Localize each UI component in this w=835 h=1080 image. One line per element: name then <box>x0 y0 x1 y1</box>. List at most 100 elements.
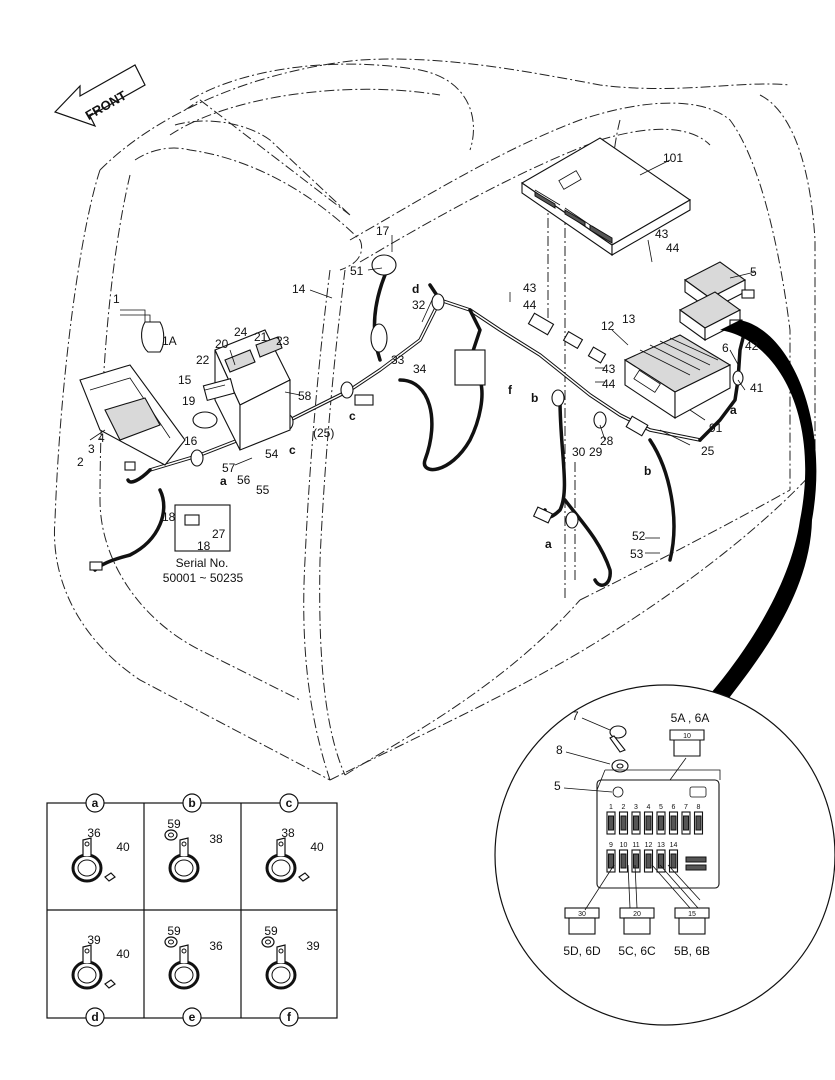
lamp-assembly <box>79 314 186 466</box>
nut-icon <box>164 829 178 841</box>
callout-43b: 43 <box>523 281 537 295</box>
cell-letter-badge <box>279 793 299 813</box>
callout-20: 20 <box>215 337 229 351</box>
callout-43a: 43 <box>655 227 669 241</box>
harness-clips <box>89 254 744 571</box>
callout-18b: 18 <box>197 539 211 553</box>
fuse-rating: 30 <box>578 911 586 918</box>
callout-24: 24 <box>234 325 248 339</box>
bolt-icon <box>298 872 310 882</box>
part-number: 40 <box>116 840 130 854</box>
callout-51: 51 <box>350 264 364 278</box>
callout-f-top: f <box>508 383 513 397</box>
callout-a-left: a <box>220 474 227 488</box>
callout-91: 91 <box>709 421 723 435</box>
callout-b-mid: b <box>531 391 538 405</box>
callout-58: 58 <box>298 389 312 403</box>
fuse-icon <box>645 853 652 869</box>
cell-letter-badge <box>182 793 202 813</box>
fuse-icon <box>683 815 689 831</box>
nut-icon <box>261 936 275 948</box>
callout-2: 2 <box>77 455 84 469</box>
serial-line1: Serial No. <box>176 556 229 570</box>
part-number: 40 <box>310 840 324 854</box>
fuse-icon <box>608 815 614 831</box>
part-number: 40 <box>116 947 130 961</box>
part-number: 36 <box>209 939 223 953</box>
callout-54: 54 <box>265 447 279 461</box>
cab-outline <box>53 58 816 781</box>
callout-3: 3 <box>88 442 95 456</box>
callout-29: 29 <box>589 445 603 459</box>
fuse-icon <box>695 815 702 831</box>
callout-32: 32 <box>412 298 426 312</box>
fuse-slot-number: 2 <box>622 804 626 811</box>
fuse-detail-8: 8 <box>556 743 563 757</box>
fuse-slot-number: 7 <box>684 804 688 811</box>
fuse-slot-number: 6 <box>672 804 676 811</box>
cell-letter-badge <box>85 1007 105 1027</box>
fuse-slot-number: 12 <box>645 842 653 849</box>
fuse-icon <box>620 815 627 831</box>
controller-unit <box>520 137 692 257</box>
callout-56: 56 <box>237 473 251 487</box>
callout-44a: 44 <box>666 241 680 255</box>
callout-41: 41 <box>750 381 764 395</box>
fuse-slot-number: 11 <box>632 842 639 849</box>
callout-1: 1 <box>113 292 120 306</box>
callout-a-right: a <box>730 403 737 417</box>
cell-letter: a <box>92 796 99 810</box>
nut-icon <box>164 936 178 948</box>
callout-d-top: d <box>412 282 419 296</box>
fuse-detail-5: 5 <box>554 779 561 793</box>
part-number: 59 <box>167 924 181 938</box>
bolt-icon <box>104 979 116 989</box>
cell-letter: e <box>189 1010 196 1024</box>
callout-30: 30 <box>572 445 586 459</box>
clamp-icon <box>168 837 200 883</box>
part-number: 39 <box>306 939 320 953</box>
serial-box: Serial No. 50001 ~ 50235 <box>163 504 244 585</box>
fuse-top-rating: 10 <box>683 733 691 740</box>
part-number: 39 <box>87 933 101 947</box>
fuse-rating: 20 <box>633 911 641 918</box>
callout-27: 27 <box>212 527 226 541</box>
washer-icon <box>611 759 629 773</box>
leader-lines <box>89 159 756 554</box>
part-number: 38 <box>209 832 223 846</box>
callout-44c: 44 <box>602 377 616 391</box>
callout-15: 15 <box>178 373 192 387</box>
callout-16: 16 <box>184 434 198 448</box>
callout-12: 12 <box>601 319 615 333</box>
fuse-label: 5C, 6C <box>618 944 656 958</box>
clamp-icon <box>71 837 103 883</box>
callout-52: 52 <box>632 529 646 543</box>
clamp-icon <box>168 944 200 990</box>
callout-44b: 44 <box>523 298 537 312</box>
part-number: 38 <box>281 826 295 840</box>
fuse-slot-number: 3 <box>634 804 638 811</box>
callout-c-mid: c <box>349 409 356 423</box>
callout-43c: 43 <box>602 362 616 376</box>
clamp-icon <box>265 944 297 990</box>
front-label: FRONT <box>83 88 129 123</box>
callout-25b: 25 <box>701 444 715 458</box>
fuse-rating: 15 <box>688 911 696 918</box>
fuse-slot-number: 10 <box>620 842 628 849</box>
cell-letter: b <box>188 796 195 810</box>
fuse-slot-number: 4 <box>647 804 651 811</box>
fuse-icon <box>633 815 639 831</box>
callout-25a: (25) <box>313 426 334 440</box>
cell-letter-badge <box>279 1007 299 1027</box>
